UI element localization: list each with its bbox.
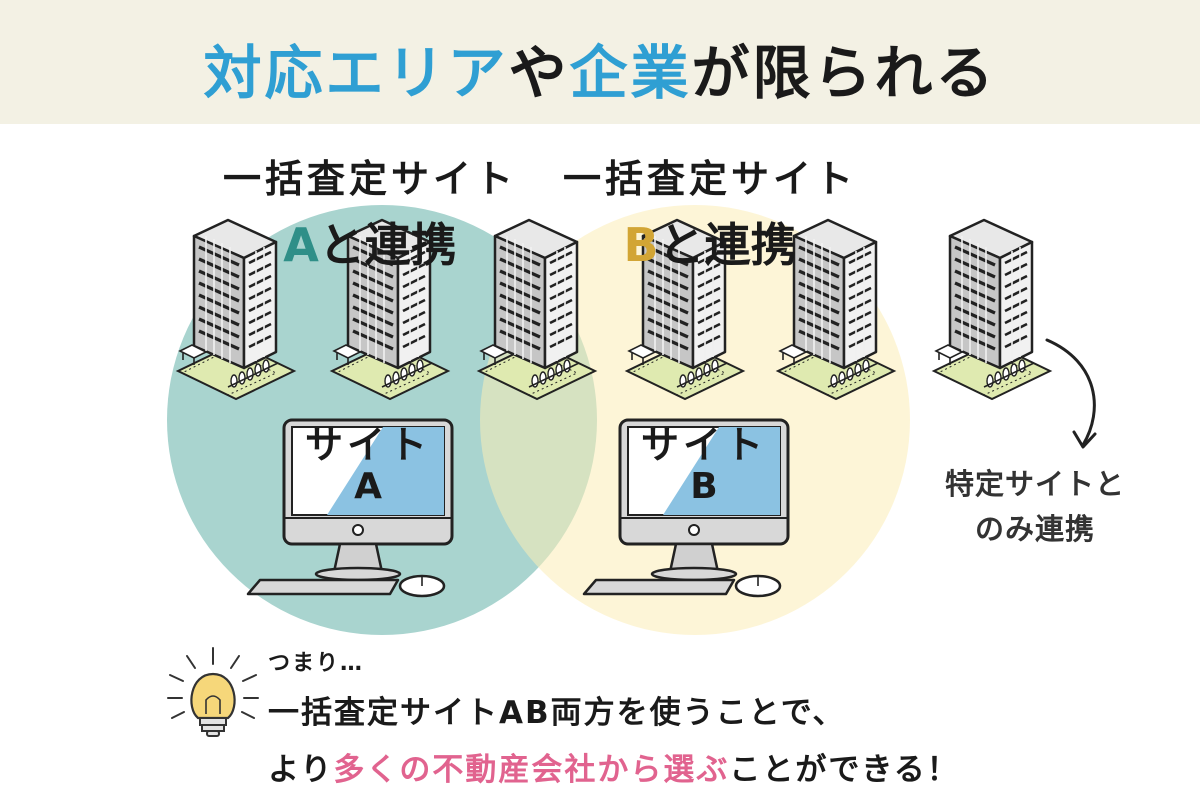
conclusion: つまり… 一括査定サイトAB両方を使うことで、 より多くの不動産会社から選ぶこと… [268,645,1168,789]
monitor-a-line1: サイト [304,423,431,467]
monitor-a-line2: A [354,465,382,507]
site-b-label-suffix: と連携 [658,218,797,272]
title-part-company: 企業 [569,39,692,107]
office-building-icon [932,218,1052,401]
side-note-line2: のみ連携 [974,511,1095,546]
side-note-line1: 特定サイトと [944,467,1125,501]
lightbulb-icon [167,647,259,737]
monitor-a-screen-text: サイト A [288,423,448,507]
desktop-computer-icon [618,418,790,582]
site-a-label-line1: 一括査定サイト [222,157,517,201]
site-b-letter: B [623,218,659,272]
page-title: 対応エリアや企業が限られる [0,26,1200,110]
conclusion-line2-part3: ことができる！ [729,752,960,788]
monitor-b-line2: B [690,465,718,507]
keyboard-icon [246,578,400,596]
site-a-label: 一括査定サイト Aと連携 [220,148,520,275]
conclusion-line2-part1: より [268,752,334,788]
keyboard-icon [582,578,736,596]
conclusion-highlight: 多くの不動産会社から選ぶ [333,752,730,788]
mouse-icon [734,574,782,598]
site-b-label: 一括査定サイト Bと連携 [560,148,860,275]
curved-arrow-icon [1045,338,1097,449]
mouse-icon [398,574,446,598]
desktop-computer-icon [282,418,454,582]
title-part-ya: や [508,39,570,107]
side-note: 特定サイトと のみ連携 [925,462,1145,552]
monitor-b-line1: サイト [640,423,767,467]
site-b-label-line1: 一括査定サイト [562,157,857,201]
title-banner: 対応エリアや企業が限られる [0,0,1200,124]
title-part-area: 対応エリア [203,39,509,107]
conclusion-intro: つまり… [268,651,365,676]
site-a-letter: A [283,218,319,272]
monitor-b-screen-text: サイト B [624,423,784,507]
title-part-limited: が限られる [691,39,997,107]
conclusion-line1: 一括査定サイトAB両方を使うことで、 [268,695,846,731]
conclusion-line2: より多くの不動産会社から選ぶことができる！ [268,744,1168,789]
site-a-label-suffix: と連携 [318,218,457,272]
